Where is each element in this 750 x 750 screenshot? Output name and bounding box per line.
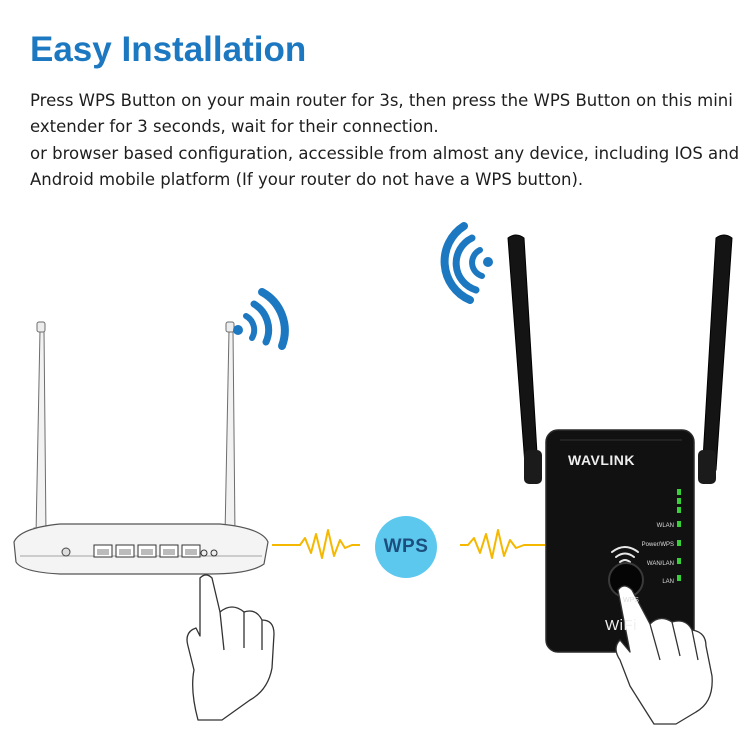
wifi-signal-icon [233, 288, 289, 350]
router-antenna-left [33, 321, 49, 541]
extender-brand-logo: WAVLINK [568, 452, 636, 468]
wifi-logo: WiFi [605, 617, 637, 634]
signal-pulse-right [460, 529, 545, 559]
instruction-paragraph-browser: or browser based configuration, accessib… [30, 144, 740, 189]
installation-illustration [13, 222, 733, 725]
extender-antenna-right [698, 234, 733, 484]
wps-wave-icon [611, 546, 639, 563]
led-label-power-wps: Power/WPS [641, 542, 674, 548]
hand-right-illustration [615, 585, 713, 725]
router-antenna-right [222, 321, 238, 541]
led-label-wlan: WLAN [656, 523, 674, 529]
extender-antenna-left [507, 234, 542, 484]
hand-left-illustration [186, 574, 275, 721]
led-label-wan-lan: WAN/LAN [646, 561, 674, 567]
instruction-paragraph-wps: Press WPS Button on your main router for… [30, 91, 733, 136]
wps-badge: WPS [375, 516, 437, 578]
wifi-signal-icon [440, 222, 493, 304]
led-label-lan: LAN [662, 579, 674, 585]
wps-button-label: WPS [623, 597, 639, 604]
router-ports [61, 544, 218, 558]
router-illustration [13, 288, 289, 575]
page-title: Easy Installation [30, 30, 307, 69]
extender-leds [677, 489, 681, 581]
extender-illustration [507, 234, 733, 653]
signal-pulse-left [272, 529, 360, 559]
